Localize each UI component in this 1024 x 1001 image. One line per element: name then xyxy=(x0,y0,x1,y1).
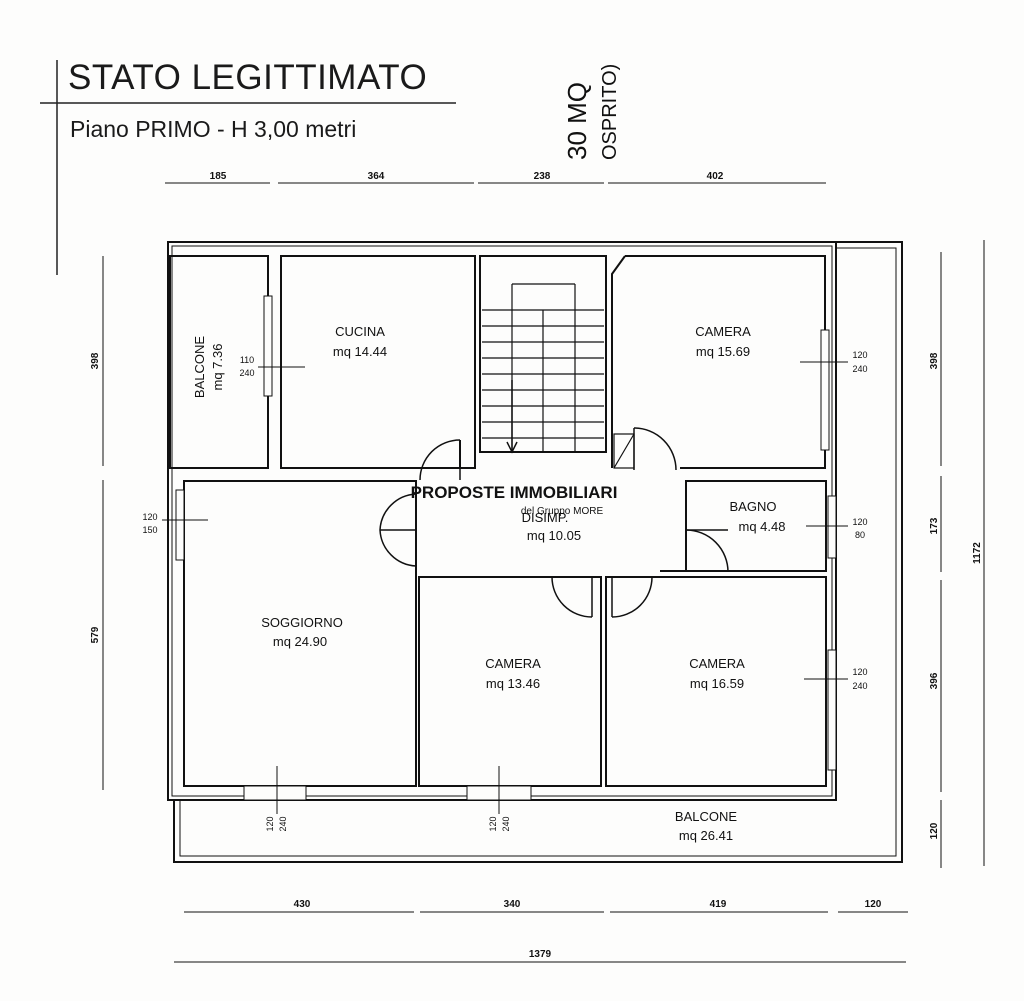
opening-cucina-width: 110 xyxy=(240,355,254,365)
room-area-camera-center: mq 13.46 xyxy=(486,676,540,691)
room-area-soggiorno: mq 24.90 xyxy=(273,634,327,649)
opening-camera-center-height: 240 xyxy=(501,816,511,831)
handwritten-note-line-1: 30 MQ xyxy=(562,82,592,160)
staircase xyxy=(482,283,635,469)
dim-top-1: 185 xyxy=(210,171,227,182)
room-name-camera-se: CAMERA xyxy=(689,656,745,671)
room-name-cucina: CUCINA xyxy=(335,324,385,339)
opening-bagno-width: 120 xyxy=(852,517,867,527)
dim-right-4: 120 xyxy=(929,822,940,839)
room-area-disimpegno: mq 10.05 xyxy=(527,528,581,543)
title-rules xyxy=(40,60,456,275)
opening-soggiorno-side-width: 120 xyxy=(142,512,157,522)
room-area-balcone-bottom: mq 26.41 xyxy=(679,828,733,843)
dim-left-1: 398 xyxy=(90,352,101,369)
room-name-soggiorno: SOGGIORNO xyxy=(261,615,343,630)
opening-soggiorno-side-height: 150 xyxy=(142,525,157,535)
dim-bottom-total: 1379 xyxy=(529,949,552,960)
room-name-balcone-bottom: BALCONE xyxy=(675,809,737,824)
dim-top-2: 364 xyxy=(368,171,385,182)
room-area-balcone-side: mq 7.36 xyxy=(210,344,225,391)
room-area-cucina: mq 14.44 xyxy=(333,344,387,359)
opening-camera-se-height: 240 xyxy=(852,681,867,691)
opening-camera-ne-height: 240 xyxy=(852,364,867,374)
dim-bottom-2: 340 xyxy=(504,899,521,910)
dim-bottom-1: 430 xyxy=(294,899,311,910)
room-name-disimpegno: DISIMP. xyxy=(522,510,569,525)
room-name-balcone-side: BALCONE xyxy=(192,336,207,398)
dim-right-1: 398 xyxy=(929,352,940,369)
plan-subtitle: Piano PRIMO - H 3,00 metri xyxy=(70,116,357,142)
opening-camera-center-width: 120 xyxy=(488,816,498,831)
room-area-camera-se: mq 16.59 xyxy=(690,676,744,691)
opening-leaders xyxy=(162,361,848,814)
room-name-bagno: BAGNO xyxy=(730,499,777,514)
room-area-camera-ne: mq 15.69 xyxy=(696,344,750,359)
windows xyxy=(175,295,837,801)
dim-right-total: 1172 xyxy=(972,542,983,564)
handwritten-note-line-2: OSPRITO) xyxy=(599,64,621,160)
opening-camera-ne-width: 120 xyxy=(852,350,867,360)
dim-left-2: 579 xyxy=(90,626,101,643)
dimension-lines xyxy=(102,182,985,963)
opening-soggiorno-bottom-width: 120 xyxy=(265,816,275,831)
room-area-bagno: mq 4.48 xyxy=(739,519,786,534)
opening-bagno-height: 80 xyxy=(855,530,865,540)
opening-camera-se-width: 120 xyxy=(852,667,867,677)
dim-bottom-4: 120 xyxy=(865,899,882,910)
dim-right-3: 396 xyxy=(929,672,940,689)
dim-top-3: 238 xyxy=(534,171,551,182)
room-name-camera-ne: CAMERA xyxy=(695,324,751,339)
watermark-main: PROPOSTE IMMOBILIARI xyxy=(411,483,618,502)
door-swings xyxy=(379,427,729,618)
opening-soggiorno-bottom-height: 240 xyxy=(278,816,288,831)
room-name-camera-center: CAMERA xyxy=(485,656,541,671)
opening-cucina-height: 240 xyxy=(239,368,254,378)
watermark-sub: del Gruppo MORE xyxy=(521,506,604,517)
dim-top-4: 402 xyxy=(707,171,724,182)
plan-title: STATO LEGITTIMATO xyxy=(68,58,428,97)
dim-right-2: 173 xyxy=(929,517,940,534)
outer-walls xyxy=(167,241,903,863)
dim-bottom-3: 419 xyxy=(710,899,727,910)
